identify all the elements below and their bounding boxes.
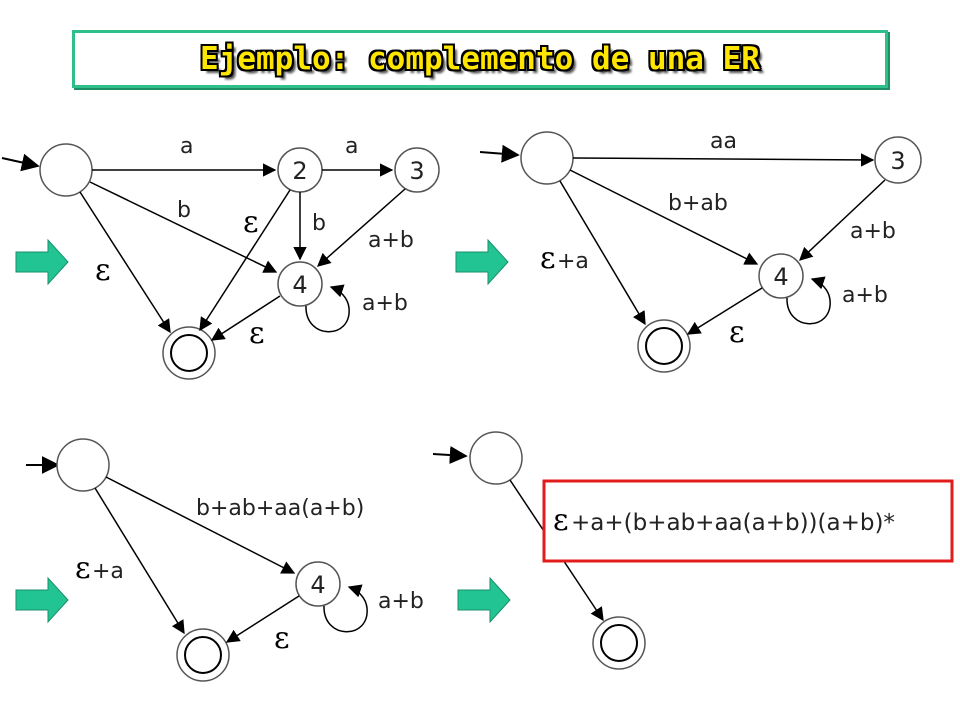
loop-4-d2 [786,276,831,325]
edge-3-4 [316,188,406,267]
edge-d2-start-4 [569,169,759,265]
start-arrow [1,153,40,172]
state-4-d2-label: 4 [773,263,788,291]
state-4-d2 [758,253,804,299]
edge-d2-start-final [559,180,646,326]
label-d3-eps-a-rest: +a [92,559,124,584]
title-box: Ejemplo: complemento de una ER [72,30,888,88]
label-eps-2-final: ε [243,205,259,240]
edge-d3-start-4 [105,476,296,574]
state-final-inner [170,334,208,372]
label-d2-eps-a-rest: +a [557,249,589,274]
state-start-4 [469,431,523,485]
label-d2-loop: a+b [842,283,888,308]
edge-d3-4-final [225,595,300,643]
edge-d2-start-3 [572,153,875,167]
edge-d3-start-final [94,487,185,635]
label-3-4: a+b [368,228,414,253]
edge-start-4 [89,181,278,273]
label-d3-eps-4-final: ε [274,621,290,656]
diagram-3: 4 b+ab+aa(a+b) ε +a a+b ε [26,438,424,682]
state-final-d4-inner [600,624,638,662]
label-b-start-4: b [177,198,191,223]
label-d3-long: b+ab+aa(a+b) [196,496,364,521]
edge-start-final [79,191,171,334]
diagram-2: 3 4 aa b+ab a+b ε +a a+b ε [479,129,922,373]
state-4-label: 4 [292,271,307,299]
state-4-d3 [295,561,341,607]
label-a-2-3: a [345,134,358,159]
state-3 [394,147,440,193]
edge-d2-4-final [686,287,763,335]
state-3-label: 3 [409,157,424,185]
label-d3-loop: a+b [378,589,424,614]
loop-4 [305,284,350,333]
page-title: Ejemplo: complemento de una ER [200,41,760,77]
start-arrow-4 [432,446,468,465]
loop-4-d3 [323,584,368,633]
state-final-d2-inner [645,327,683,365]
edge-2-final [199,189,291,332]
state-start-2 [520,131,574,185]
edge-d2-3-4 [799,179,886,261]
state-start-3 [56,438,110,492]
start-arrow-2 [479,144,520,163]
result-eps: ε [553,503,569,538]
diagram-4: ε +a+(b+ab+aa(a+b))(a+b)* [432,431,954,670]
label-eps-4-final: ε [249,316,265,351]
label-d2-eps-4-final: ε [729,315,745,350]
step-arrow-4 [457,576,511,624]
diagram-1: 2 3 4 a a b ε b a+b ε a+b ε [1,134,440,380]
label-d2-eps-a-eps: ε [540,241,556,276]
step-arrow-3 [15,576,69,624]
state-final-d3-inner [184,636,222,674]
step-arrow-2 [455,238,509,286]
label-loop-4: a+b [362,291,408,316]
label-d3-eps-a-eps: ε [75,551,91,586]
state-3-d2 [874,136,922,184]
state-4-d3-label: 4 [310,571,325,599]
label-b-2-4: b [312,211,326,236]
state-3-d2-label: 3 [890,147,905,175]
state-4 [277,261,323,307]
label-d2-b-ab: b+ab [668,191,728,216]
label-d2-3-4: a+b [850,219,896,244]
result-box [542,479,954,563]
label-d2-aa: aa [710,129,737,154]
label-a-top: a [180,134,193,159]
state-2-label: 2 [292,157,307,185]
state-start [39,143,93,197]
edge-4-final [210,295,281,341]
label-eps-start-final: ε [95,253,111,288]
step-arrow-1 [15,238,69,286]
result-expression: +a+(b+ab+aa(a+b))(a+b)* [571,510,895,536]
